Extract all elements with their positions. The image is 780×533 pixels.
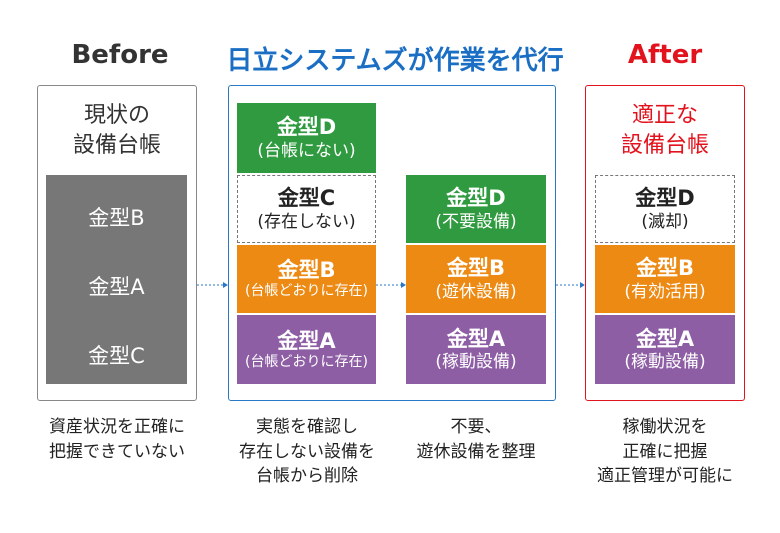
middle-panel — [228, 85, 556, 401]
caption-line: 正確に把握 — [622, 441, 708, 462]
mold-d-box: 金型D (不要設備) — [406, 175, 546, 243]
mold-name: 金型B — [446, 256, 505, 281]
mold-d-box: 金型D (台帳にない) — [237, 103, 376, 173]
before-caption: 資産状況を正確に 把握できていない — [17, 415, 217, 464]
mold-a-box: 金型A (台帳どおりに存在) — [237, 315, 376, 384]
before-title-line1: 現状の — [83, 103, 150, 128]
after-title-line1: 適正な — [631, 103, 698, 128]
after-caption: 稼働状況を 正確に把握 適正管理が可能に — [570, 415, 760, 489]
before-heading: Before — [71, 40, 169, 70]
arrowhead — [223, 282, 228, 288]
ledger-item: 金型B — [88, 206, 145, 230]
caption-line: 存在しない設備を — [239, 441, 375, 462]
caption-line: 資産状況を正確に — [49, 417, 185, 437]
mold-d-box: 金型D (滅却) — [595, 175, 735, 243]
mold-b-box: 金型B (有効活用) — [595, 245, 735, 313]
mold-name: 金型B — [635, 256, 694, 281]
middle2-caption: 不要、 遊休設備を整理 — [391, 415, 561, 464]
mold-note: (稼動設備) — [435, 352, 517, 372]
mold-note: (有効活用) — [624, 281, 706, 302]
middle1-caption: 実態を確認し 存在しない設備を 台帳から削除 — [212, 415, 402, 489]
mold-name: 金型B — [277, 258, 336, 283]
mold-a-box: 金型A (稼動設備) — [406, 315, 546, 384]
mold-note: (台帳どおりに存在) — [245, 283, 368, 300]
caption-line: 適正管理が可能に — [597, 466, 733, 487]
caption-line: 把握できていない — [49, 441, 185, 462]
before-panel-title: 現状の 設備台帳 — [37, 101, 197, 160]
caption-line: 実態を確認し — [256, 417, 358, 437]
caption-line: 遊休設備を整理 — [416, 441, 536, 462]
arrowhead — [401, 282, 406, 288]
mold-note: (存在しない) — [257, 211, 356, 232]
mold-name: 金型D — [446, 186, 506, 211]
mold-name: 金型A — [446, 326, 506, 351]
mold-note: (滅却) — [641, 211, 689, 232]
caption-line: 稼働状況を — [622, 417, 708, 437]
mold-note: (稼動設備) — [624, 352, 706, 372]
mold-name: 金型C — [277, 186, 336, 211]
caption-line: 不要、 — [450, 417, 502, 437]
mold-note: (遊休設備) — [435, 281, 517, 302]
mold-name: 金型A — [635, 326, 695, 351]
ledger-item: 金型C — [88, 344, 145, 368]
mold-name: 金型A — [277, 328, 336, 353]
after-title-line2: 設備台帳 — [620, 132, 709, 158]
mold-a-box: 金型A (稼動設備) — [595, 315, 735, 384]
middle-heading: 日立システムズが作業を代行 — [226, 46, 564, 76]
before-panel — [37, 85, 197, 401]
arrowhead — [580, 282, 585, 288]
mold-name: 金型D — [276, 115, 337, 140]
before-title-line2: 設備台帳 — [72, 132, 161, 158]
mold-note: (台帳どおりに存在) — [245, 353, 368, 370]
caption-line: 台帳から削除 — [256, 466, 358, 487]
mold-b-box: 金型B (遊休設備) — [406, 245, 546, 313]
after-heading: After — [627, 40, 703, 70]
mold-note: (台帳にない) — [257, 140, 356, 161]
mold-b-box: 金型B (台帳どおりに存在) — [237, 245, 376, 313]
mold-note: (不要設備) — [435, 211, 517, 232]
mold-c-box: 金型C (存在しない) — [237, 175, 376, 243]
mold-name: 金型D — [635, 186, 695, 211]
current-ledger-block: 金型B 金型A 金型C — [46, 175, 187, 384]
after-panel-title: 適正な 設備台帳 — [585, 101, 745, 160]
after-panel — [585, 85, 745, 401]
ledger-item: 金型A — [88, 275, 145, 299]
